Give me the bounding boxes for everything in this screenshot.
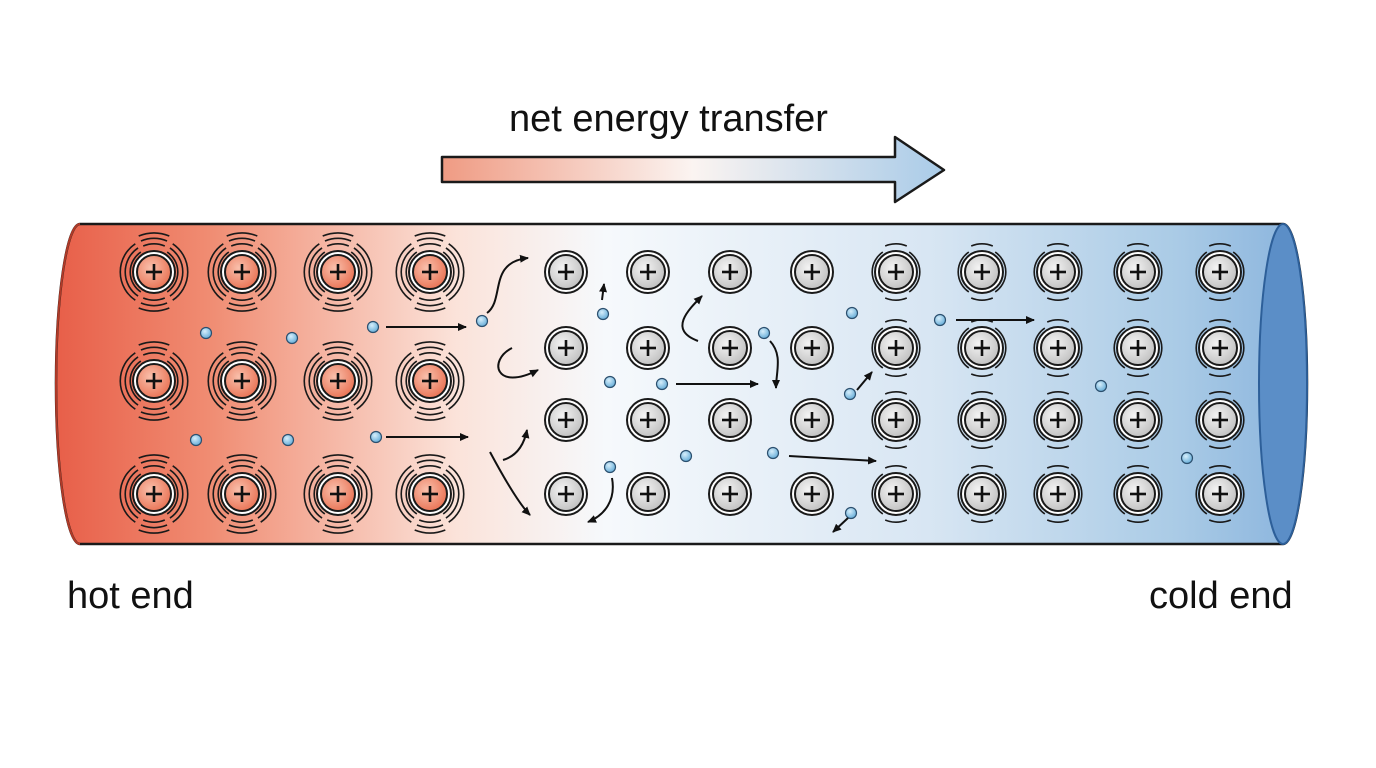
electron-motion-arrow <box>599 283 607 301</box>
ion-lattice <box>119 232 1245 534</box>
cold-ion <box>957 243 1007 301</box>
cold-end-face <box>1258 223 1308 545</box>
electron <box>596 307 610 321</box>
cold-ion <box>544 398 588 442</box>
cold-ion <box>871 243 921 301</box>
cold-ion <box>708 472 752 516</box>
cold-ion <box>708 326 752 370</box>
cold-ion <box>1113 465 1163 523</box>
electron <box>766 446 780 460</box>
hot-ion <box>303 232 373 312</box>
hot-ion <box>303 454 373 534</box>
electron-motion-arrow <box>587 477 614 523</box>
electron <box>1180 451 1194 465</box>
hot-ion <box>303 341 373 421</box>
hot-ion <box>207 454 277 534</box>
electron-motion-arrow <box>681 295 703 342</box>
electron <box>189 433 203 447</box>
cold-ion <box>1033 391 1083 449</box>
electron-motion-arrow <box>788 455 877 465</box>
electron <box>281 433 295 447</box>
hot-ion <box>395 341 465 421</box>
cold-ion <box>871 465 921 523</box>
electron-motion-arrow <box>769 340 781 389</box>
cold-ion <box>871 391 921 449</box>
cold-ion <box>708 398 752 442</box>
hot-ion <box>119 232 189 312</box>
cold-ion <box>1033 465 1083 523</box>
cold-ion <box>1113 319 1163 377</box>
cold-ion <box>790 398 834 442</box>
cold-ion <box>626 472 670 516</box>
electron <box>933 313 947 327</box>
electron <box>1094 379 1108 393</box>
electron <box>843 387 857 401</box>
electron-motion-arrow <box>832 517 849 533</box>
cold-ion <box>1113 243 1163 301</box>
cold-ion <box>957 319 1007 377</box>
cold-ion <box>957 465 1007 523</box>
cold-ion <box>957 391 1007 449</box>
electron <box>369 430 383 444</box>
free-electrons <box>189 306 1194 520</box>
cold-ion <box>626 250 670 294</box>
cold-ion <box>626 398 670 442</box>
cold-ion <box>1195 243 1245 301</box>
cold-ion <box>544 472 588 516</box>
hot-ion <box>119 454 189 534</box>
cold-ion <box>544 250 588 294</box>
electron-motion-arrow <box>486 254 529 314</box>
electron-motion-arrow <box>489 451 531 516</box>
cold-ion <box>1195 319 1245 377</box>
electron <box>844 506 858 520</box>
electron-motion-arrow <box>856 371 873 391</box>
electron <box>757 326 771 340</box>
cold-ion <box>871 319 921 377</box>
hot-ion <box>395 232 465 312</box>
cold-ion <box>1033 319 1083 377</box>
net-energy-transfer-label: net energy transfer <box>509 98 828 140</box>
cold-ion <box>1195 391 1245 449</box>
hot-ion <box>207 232 277 312</box>
cold-ion <box>708 250 752 294</box>
hot-ion <box>119 341 189 421</box>
cold-ion <box>790 326 834 370</box>
hot-end-label: hot end <box>67 575 194 617</box>
hot-ion <box>207 341 277 421</box>
electron-paths <box>386 254 1035 533</box>
electron-motion-arrow <box>502 429 530 461</box>
hot-ion <box>395 454 465 534</box>
electron <box>679 449 693 463</box>
electron <box>603 375 617 389</box>
cold-ion <box>1033 243 1083 301</box>
hot-end-cap <box>55 223 81 545</box>
electron <box>366 320 380 334</box>
electron <box>845 306 859 320</box>
electron-motion-arrow <box>497 347 539 379</box>
cold-ion <box>544 326 588 370</box>
net-energy-arrow <box>440 135 946 204</box>
electron <box>475 314 489 328</box>
electron <box>603 460 617 474</box>
electron <box>199 326 213 340</box>
cold-ion <box>626 326 670 370</box>
cold-ion <box>790 472 834 516</box>
cold-ion <box>790 250 834 294</box>
electron <box>655 377 669 391</box>
cold-ion <box>1195 465 1245 523</box>
cold-ion <box>1113 391 1163 449</box>
cold-end-label: cold end <box>1149 575 1293 617</box>
electron <box>285 331 299 345</box>
